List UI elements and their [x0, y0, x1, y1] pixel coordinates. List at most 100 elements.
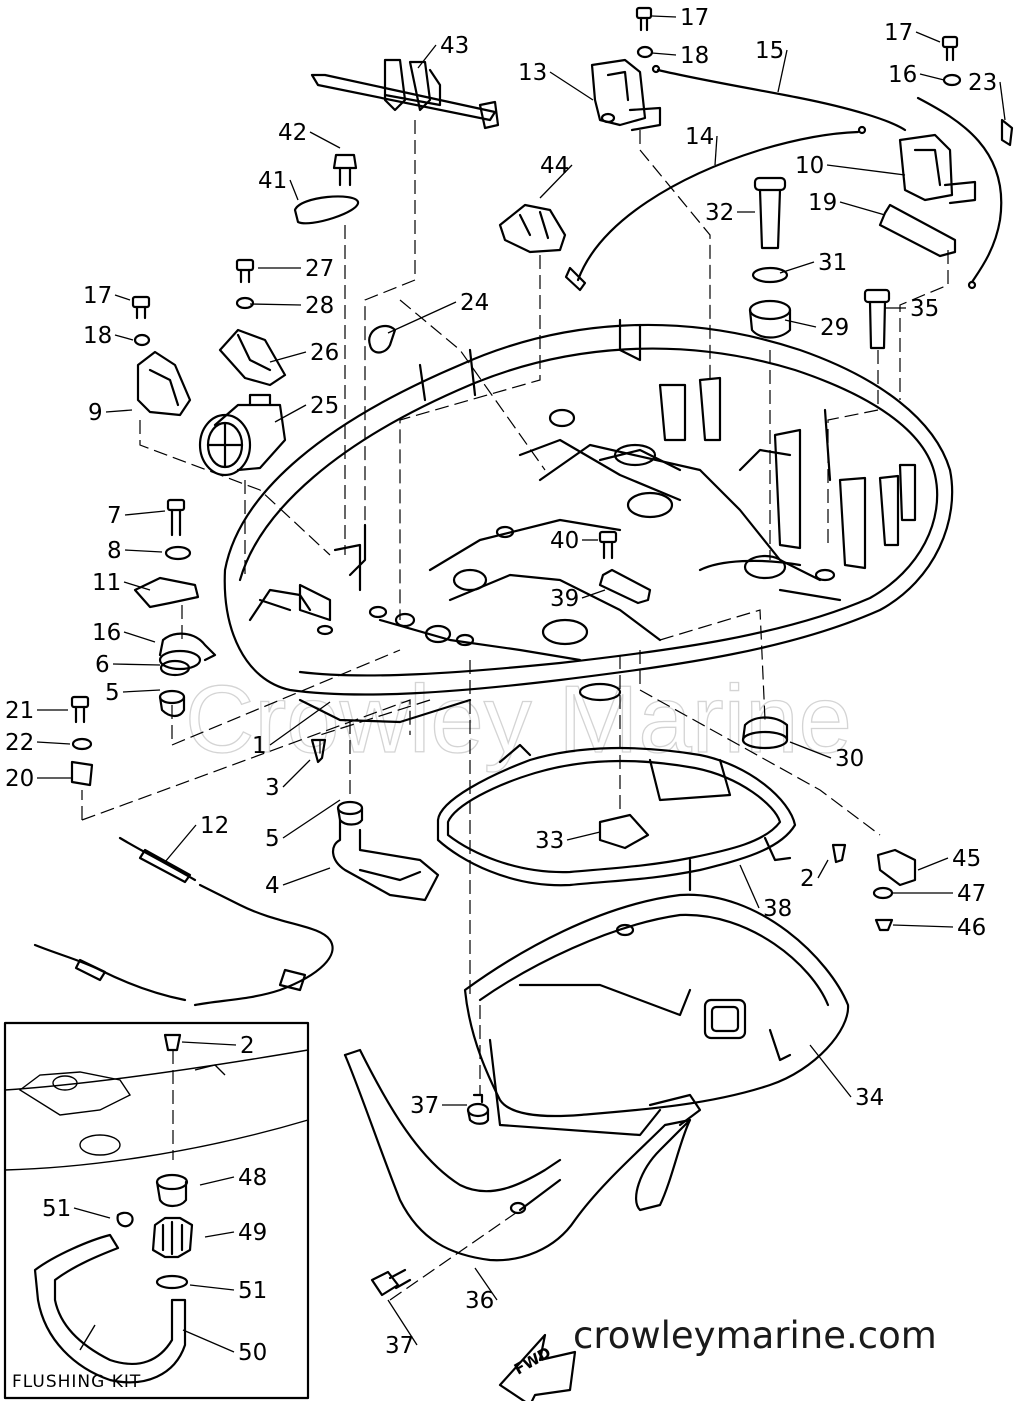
callout-number: 9 — [88, 400, 103, 426]
callout-number: 4 — [265, 873, 280, 899]
callout-number: 50 — [238, 1340, 267, 1366]
callout-leader — [112, 663, 161, 666]
callout-leader — [204, 1231, 235, 1238]
bolt-37-lower — [370, 1268, 412, 1297]
site-url: crowleymarine.com — [573, 1314, 937, 1357]
callout-leader — [566, 831, 601, 841]
callout-number: 24 — [460, 290, 489, 316]
callout-number: 26 — [310, 340, 339, 366]
bracket-44 — [498, 203, 567, 254]
callout-number: 20 — [5, 766, 34, 792]
cable-23 — [916, 96, 1003, 284]
callout-leader — [249, 303, 302, 306]
callout-number: 16 — [888, 62, 917, 88]
callout-number: 7 — [107, 503, 122, 529]
grommet-30 — [741, 716, 917, 932]
callout-number: 32 — [705, 200, 734, 226]
callout-leader — [189, 1284, 235, 1291]
callout-leader — [199, 1176, 235, 1186]
callout-leader — [181, 1041, 237, 1046]
callout-leader — [114, 334, 134, 341]
callout-leader — [182, 1329, 235, 1353]
callout-number: 27 — [305, 256, 334, 282]
callout-leader — [123, 631, 156, 643]
callout-number: 3 — [265, 775, 280, 801]
callout-number: 43 — [440, 33, 469, 59]
callout-number: 17 — [680, 5, 709, 31]
side-cover-36 — [343, 1048, 702, 1262]
callout-number: 51 — [238, 1278, 267, 1304]
seal-38 — [436, 743, 797, 892]
bracket-10 — [898, 133, 977, 205]
callout-number: 2 — [240, 1033, 255, 1059]
bottom-cowling — [223, 318, 954, 724]
callout-leader — [73, 1207, 111, 1219]
callout-leader — [474, 1267, 498, 1301]
callout-number: 23 — [968, 70, 997, 96]
callout-leader — [274, 404, 307, 423]
callout-number: 25 — [310, 393, 339, 419]
callout-number: 22 — [5, 730, 34, 756]
callout-number: 10 — [795, 153, 824, 179]
cable-15 — [656, 68, 907, 132]
callout-number: 13 — [518, 60, 547, 86]
clip-23 — [1000, 118, 1014, 147]
callout-number: 6 — [95, 652, 110, 678]
flushing-kit-label: FLUSHING KIT — [12, 1372, 141, 1392]
cables-12 — [33, 836, 334, 1007]
callout-leader — [999, 81, 1006, 121]
callout-leader — [651, 52, 677, 56]
callout-number: 18 — [83, 323, 112, 349]
lower-cowl-34 — [463, 893, 850, 1137]
callout-number: 30 — [835, 746, 864, 772]
callout-number: 45 — [952, 846, 981, 872]
callout-leader — [539, 164, 573, 199]
callout-leader — [777, 49, 788, 93]
callout-number: 51 — [42, 1196, 71, 1222]
callout-number: 15 — [755, 38, 784, 64]
callout-number: 40 — [550, 528, 579, 554]
callout-leader — [784, 319, 817, 328]
callout-number: 36 — [465, 1288, 494, 1314]
callout-number: 12 — [200, 813, 229, 839]
callout-number: 46 — [957, 915, 986, 941]
callout-leader — [36, 741, 71, 745]
flushing-kit-box: FLUSHING KIT — [3, 1021, 310, 1400]
bolt-37 — [466, 1093, 490, 1125]
callout-labels: 1223455678910111213141516161717171818192… — [5, 5, 1006, 1366]
callout-number: 17 — [83, 283, 112, 309]
callout-leader — [123, 581, 151, 591]
callout-leader — [122, 689, 161, 693]
screw-24 — [368, 324, 397, 354]
callout-leader — [817, 859, 829, 879]
callout-number: 44 — [540, 153, 569, 179]
callout-number: 42 — [278, 120, 307, 146]
callout-number: 34 — [855, 1085, 884, 1111]
callout-number: 18 — [680, 43, 709, 69]
plate-19 — [878, 203, 957, 258]
callout-leader — [919, 73, 945, 81]
callout-leader — [915, 31, 941, 43]
callout-leader — [289, 179, 299, 201]
callout-leader — [714, 135, 718, 166]
bracket-13 — [590, 58, 662, 132]
callout-number: 37 — [385, 1333, 414, 1359]
callout-number: 8 — [107, 538, 122, 564]
callout-number: 37 — [410, 1093, 439, 1119]
bolt-42-pad-41 — [293, 153, 360, 225]
callout-leader — [105, 409, 133, 413]
callout-number: 38 — [763, 896, 792, 922]
callout-number: 14 — [685, 124, 714, 150]
callout-leader — [417, 44, 437, 69]
callout-leader — [809, 1044, 852, 1098]
callout-leader — [892, 924, 954, 928]
callout-number: 11 — [92, 570, 121, 596]
callout-number: 21 — [5, 698, 34, 724]
callout-leader — [124, 549, 163, 553]
callout-number: 5 — [265, 826, 280, 852]
callout-leader — [269, 351, 307, 363]
bolt-21 — [70, 695, 94, 787]
callout-leader — [839, 201, 886, 216]
callout-number: 41 — [258, 168, 287, 194]
